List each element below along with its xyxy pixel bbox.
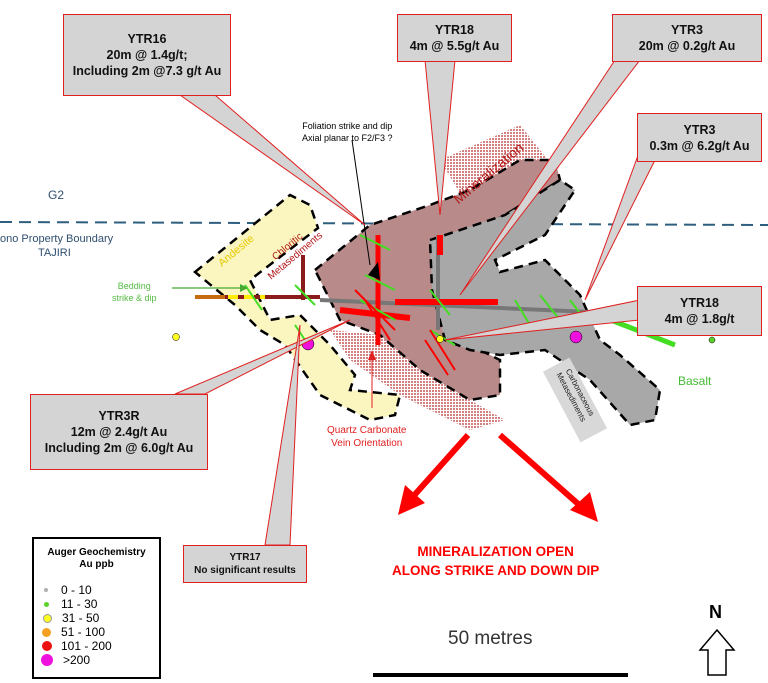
vein-symbols	[354, 289, 456, 376]
foliation-label-line: Axial planar to F2/F3 ?	[302, 133, 393, 143]
basalt-label: Basalt	[678, 374, 712, 388]
north-label: N	[709, 602, 722, 622]
legend-dot-icon	[41, 654, 53, 666]
andesite-unit	[193, 193, 402, 422]
property-boundary-label: ono Property Boundary	[0, 233, 114, 245]
legend-dot-icon	[44, 601, 49, 607]
callout-pointers	[174, 59, 656, 546]
callout-title: YTR3	[683, 122, 716, 137]
callout-line: Including 2m @7.3 g/t Au	[72, 64, 222, 78]
callout-line: Including 2m @ 6.0g/t Au	[44, 441, 194, 455]
callout-line: 4m @ 5.5g/t Au	[409, 39, 500, 53]
legend-dot-icon	[43, 613, 52, 623]
scale-label: 50 metres	[448, 628, 533, 649]
foliation-label-line: Foliation strike and dip	[302, 121, 393, 131]
callout-ytr18-a: YTR18 4m @ 5.5g/t Au	[397, 14, 512, 62]
callout-title: YTR16	[127, 32, 167, 46]
legend-range: 0 - 10	[61, 583, 92, 597]
legend-item: 11 - 30	[34, 597, 159, 611]
callout-line: 0.3m @ 6.2g/t Au	[649, 138, 750, 153]
sample-31-50	[436, 335, 444, 343]
vein-label-line: Vein Orientation	[331, 438, 403, 449]
foliation-arrow	[351, 139, 371, 266]
legend: Auger Geochemistry Au ppb 0 - 10 11 - 30…	[32, 537, 161, 679]
carbonaceous-label-box	[542, 357, 608, 443]
trench-high-grade-2	[339, 307, 411, 321]
callout-title: YTR3	[671, 23, 703, 37]
legend-dot-icon	[42, 627, 51, 637]
vein-label-line: Quartz Carbonate	[327, 425, 407, 436]
legend-range: 11 - 30	[61, 597, 98, 611]
legend-title-line: Auger Geochemistry	[47, 547, 146, 558]
callout-ytr3r: YTR3R 12m @ 2.4g/t Au Including 2m @ 6.0…	[30, 394, 208, 470]
open-direction-arrows	[407, 432, 587, 513]
legend-range: >200	[63, 653, 91, 667]
mineralization-open-label: MINERALIZATION OPEN ALONG STRIKE AND DOW…	[392, 542, 599, 580]
legend-dot-icon	[42, 641, 52, 651]
legend-dot-icon	[44, 588, 48, 592]
legend-item: >200	[34, 653, 159, 667]
callout-line: 20m @ 0.2g/t Au	[638, 39, 736, 53]
north-arrow-icon	[698, 628, 736, 676]
g2-label: G2	[48, 188, 65, 202]
callout-title: YTR18	[435, 23, 474, 37]
callout-ytr3-a: YTR3 20m @ 0.2g/t Au	[612, 14, 762, 62]
callout-title: YTR17	[229, 552, 261, 563]
callout-ytr3-b: YTR3 0.3m @ 6.2g/t Au	[637, 113, 762, 162]
legend-range: 101 - 200	[61, 639, 112, 653]
bedding-label-line: Bedding	[117, 281, 151, 291]
foliation-label: Foliation strike and dip Axial planar to…	[302, 120, 393, 144]
open-label-line: MINERALIZATION OPEN	[417, 544, 574, 559]
callout-ytr18-b: YTR18 4m @ 1.8g/t	[637, 286, 762, 336]
legend-title-line: Au ppb	[79, 559, 114, 570]
legend-item: 51 - 100	[34, 625, 159, 639]
callout-line: No significant results	[194, 565, 296, 576]
bedding-label-line: strike & dip	[112, 293, 157, 303]
legend-item: 101 - 200	[34, 639, 159, 653]
legend-item: 31 - 50	[34, 611, 159, 625]
callout-ytr16: YTR16 20m @ 1.4g/t; Including 2m @7.3 g/…	[63, 14, 231, 96]
tajiri-label: TAJIRI	[38, 247, 71, 259]
legend-title: Auger Geochemistry Au ppb	[34, 547, 159, 571]
bedding-label: Bedding strike & dip	[112, 280, 157, 304]
vein-label: Quartz Carbonate Vein Orientation	[327, 424, 407, 450]
callout-ytr17: YTR17 No significant results	[183, 545, 307, 583]
callout-line: 20m @ 1.4g/t;	[106, 48, 188, 62]
legend-range: 31 - 50	[62, 611, 100, 625]
callout-title: YTR3R	[98, 409, 140, 423]
open-label-line: ALONG STRIKE AND DOWN DIP	[392, 563, 600, 578]
sample-11-30	[708, 336, 716, 344]
sample-gt200	[569, 330, 583, 344]
foliation-symbol	[368, 262, 380, 280]
legend-range: 51 - 100	[61, 625, 106, 639]
callout-line: 12m @ 2.4g/t Au	[70, 425, 168, 439]
callout-title: YTR18	[680, 296, 719, 310]
sample-31-50	[172, 333, 180, 341]
mineralization-extension-upper	[440, 125, 560, 210]
callout-line: 4m @ 1.8g/t	[664, 312, 735, 326]
legend-item: 0 - 10	[34, 583, 159, 597]
